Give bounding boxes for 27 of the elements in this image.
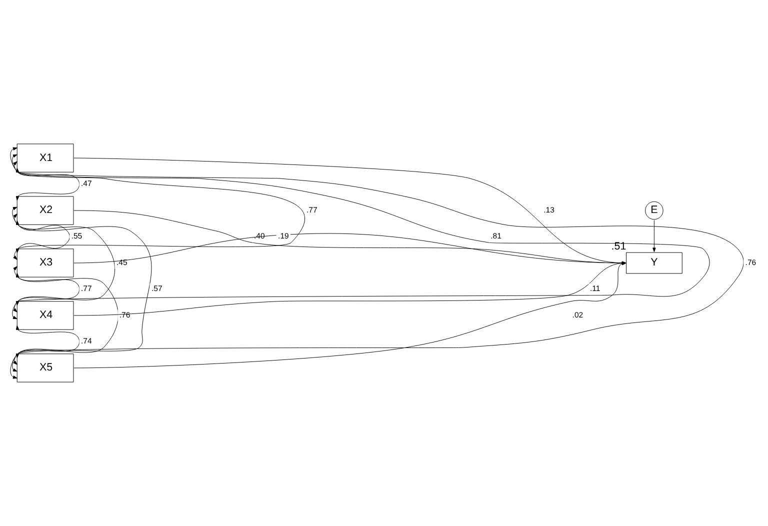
arrow xyxy=(10,325,80,379)
edge-label: .74 xyxy=(81,336,92,346)
node-label: .51 xyxy=(611,240,626,252)
edge-label: .13 xyxy=(544,205,554,214)
arrow xyxy=(16,168,744,358)
arrow xyxy=(13,214,116,312)
arrow xyxy=(652,220,656,252)
arrow xyxy=(13,161,710,306)
edge-label: .19 xyxy=(278,232,289,241)
arrow xyxy=(12,266,80,320)
node-circle: E xyxy=(645,201,664,220)
edge-label: .57 xyxy=(151,284,162,294)
arrow xyxy=(12,154,305,254)
edge-label: .81 xyxy=(490,232,502,241)
edge-label: .76 xyxy=(745,258,756,267)
edge-label: .55 xyxy=(71,232,82,241)
edge-label: .77 xyxy=(306,205,318,214)
edge-label: .02 xyxy=(572,310,584,320)
node-box: Y xyxy=(626,252,682,274)
arrow xyxy=(12,206,70,260)
arrow xyxy=(12,272,118,372)
edge-label: .77 xyxy=(81,284,92,294)
arrow xyxy=(10,147,80,201)
arrow xyxy=(13,220,152,365)
edge-label: .45 xyxy=(116,258,128,267)
edge-label: .11 xyxy=(590,284,600,294)
edge-label: .47 xyxy=(81,179,92,188)
